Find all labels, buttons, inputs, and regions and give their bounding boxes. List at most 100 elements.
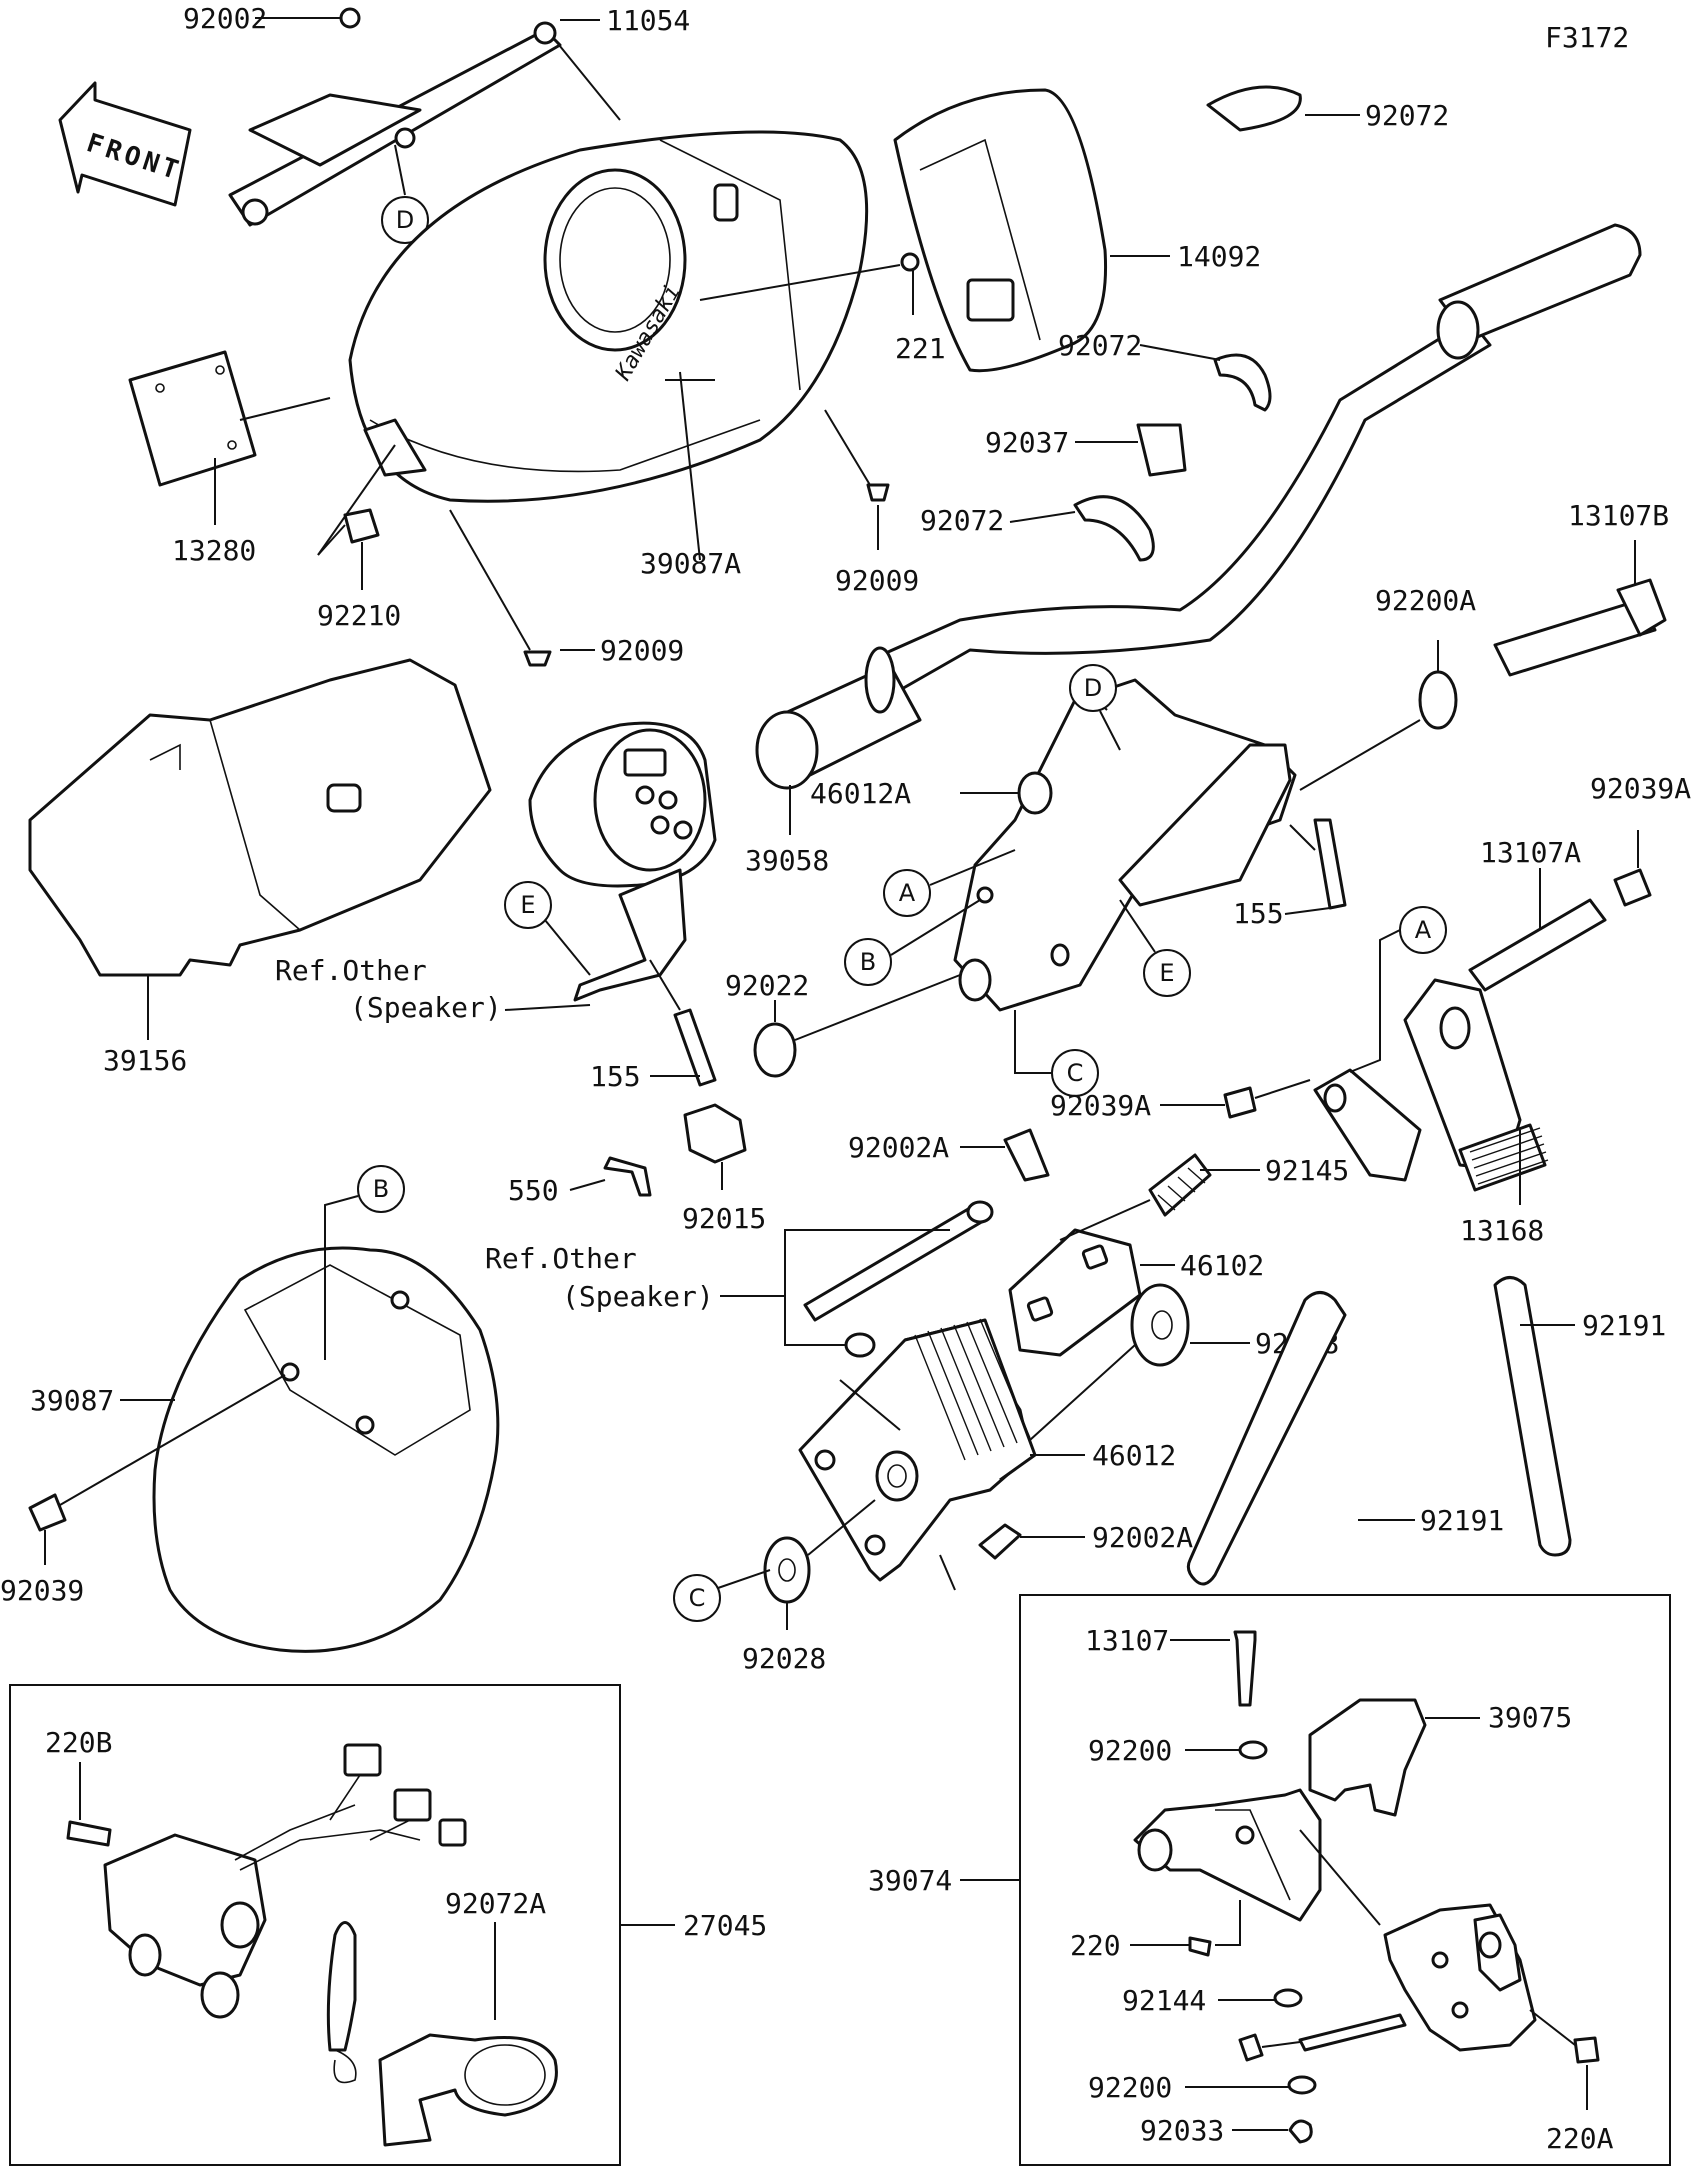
label-46012A: 46012A: [810, 777, 911, 810]
screw-92009-a: [866, 483, 890, 502]
label-92200-top: 92200: [1088, 1734, 1172, 1767]
label-550: 550: [508, 1174, 559, 1207]
speaker-2: (Speaker): [562, 1280, 714, 1313]
label-92009-b: 92009: [600, 634, 684, 667]
callout-a-right-text: A: [1415, 916, 1432, 944]
shaft-13107: [1233, 1630, 1257, 1707]
bolt-155-left: [673, 1008, 717, 1087]
pin-92039: [28, 1493, 67, 1532]
callout-e-mid-text: E: [1159, 959, 1174, 987]
callout-d-mid-text: D: [1084, 674, 1102, 702]
bolt-92002A-bottom: [978, 1523, 1022, 1560]
steering-holder-46012A: [953, 678, 1297, 1012]
label-155-left: 155: [590, 1060, 641, 1093]
washer-92028-right: [1130, 1283, 1190, 1367]
shaft-13107A: [1468, 898, 1607, 992]
washer-92022: [753, 1022, 797, 1078]
label-92145: 92145: [1265, 1154, 1349, 1187]
callout-b-low: [357, 1165, 405, 1213]
callout-d-mid: [1069, 664, 1117, 712]
label-92037: 92037: [985, 426, 1069, 459]
washer-92028-bottom: [763, 1536, 811, 1604]
washer-92200-bottom: [1287, 2075, 1317, 2095]
steering-holder-46012: [798, 1318, 1037, 1582]
pin-92039A-mid: [1223, 1086, 1257, 1119]
label-221: 221: [895, 332, 946, 365]
callout-d-top-text: D: [396, 206, 414, 234]
label-220A: 220A: [1546, 2122, 1614, 2155]
callout-d-top: [381, 196, 429, 244]
rod-speaker-ref: [803, 1203, 987, 1322]
bolt-155-right: [1313, 818, 1347, 910]
cover-39075: [1308, 1698, 1427, 1817]
screw-221: [900, 252, 920, 272]
lever-housing-39074: [1133, 1788, 1322, 1922]
label-92002A-top: 92002A: [848, 1131, 949, 1164]
label-39087A: 39087A: [640, 547, 741, 580]
tie-band-92072-top: [1206, 85, 1302, 132]
label-92009-a: 92009: [835, 564, 919, 597]
tie-band-92072-mid: [1213, 353, 1272, 412]
callout-c-mid-text: C: [1067, 1059, 1084, 1087]
nut-92210: [343, 508, 380, 544]
cover-39087: [152, 1246, 500, 1653]
label-92015: 92015: [682, 1202, 766, 1235]
label-46012: 46012: [1092, 1439, 1176, 1472]
screw-220A: [1573, 2036, 1600, 2064]
label-92002A-bottom: 92002A: [1092, 1521, 1193, 1554]
label-92200A: 92200A: [1375, 584, 1476, 617]
washer-92200A: [1418, 670, 1458, 730]
bracket-13168: [1313, 978, 1549, 1192]
label-92039: 92039: [0, 1574, 84, 1607]
screw-220B: [66, 1820, 112, 1847]
callout-a-left: [883, 869, 931, 917]
label-39156: 39156: [103, 1044, 187, 1077]
label-155-right: 155: [1233, 897, 1284, 930]
figure-code: F3172: [1545, 21, 1629, 54]
label-92210: 92210: [317, 599, 401, 632]
label-92072-low: 92072: [920, 504, 1004, 537]
tie-band-92072-low: [1073, 495, 1155, 562]
label-27045: 27045: [683, 1909, 767, 1942]
meter-unit: [528, 721, 717, 1002]
label-13280: 13280: [172, 534, 256, 567]
plate-13280: [128, 350, 257, 487]
label-39074: 39074: [868, 1864, 952, 1897]
callout-b-low-text: B: [373, 1175, 389, 1203]
label-13168: 13168: [1460, 1214, 1544, 1247]
callout-e-mid: [1143, 949, 1191, 997]
label-14092: 14092: [1177, 240, 1261, 273]
label-39087: 39087: [30, 1384, 114, 1417]
speaker-1: (Speaker): [350, 991, 502, 1024]
grip-39058: [755, 646, 922, 790]
label-92191-top: 92191: [1582, 1309, 1666, 1342]
rods-92191: [1186, 1276, 1572, 1586]
callout-b-left: [844, 938, 892, 986]
label-39075: 39075: [1488, 1701, 1572, 1734]
switch-assembly: [103, 1743, 467, 2019]
label-92072-top: 92072: [1365, 99, 1449, 132]
label-92072A: 92072A: [445, 1887, 546, 1920]
tether-band: [326, 1921, 558, 2147]
pin-550: [603, 1156, 652, 1197]
switch-unit: [1298, 1903, 1537, 2052]
callout-a-left-text: A: [899, 879, 916, 907]
label-13107: 13107: [1085, 1624, 1169, 1657]
spring-92144: [1273, 1988, 1303, 2008]
cover-39156: [28, 658, 492, 977]
washer-92200-top: [1238, 1740, 1268, 1760]
bolt-13107B: [1493, 578, 1667, 677]
label-92033: 92033: [1140, 2114, 1224, 2147]
callout-b-left-text: B: [860, 948, 876, 976]
label-92039A-mid: 92039A: [1050, 1089, 1151, 1122]
label-46102: 46102: [1180, 1249, 1264, 1282]
label-92191-bottom: 92191: [1420, 1504, 1504, 1537]
callout-e-left-text: E: [520, 891, 535, 919]
clamp-92037: [1136, 423, 1187, 477]
clip-92033: [1288, 2119, 1313, 2144]
label-220: 220: [1070, 1929, 1121, 1962]
bolt-92002A-top: [1003, 1128, 1050, 1182]
cover-14092: [893, 88, 1108, 373]
callout-c-low-text: C: [689, 1584, 706, 1612]
